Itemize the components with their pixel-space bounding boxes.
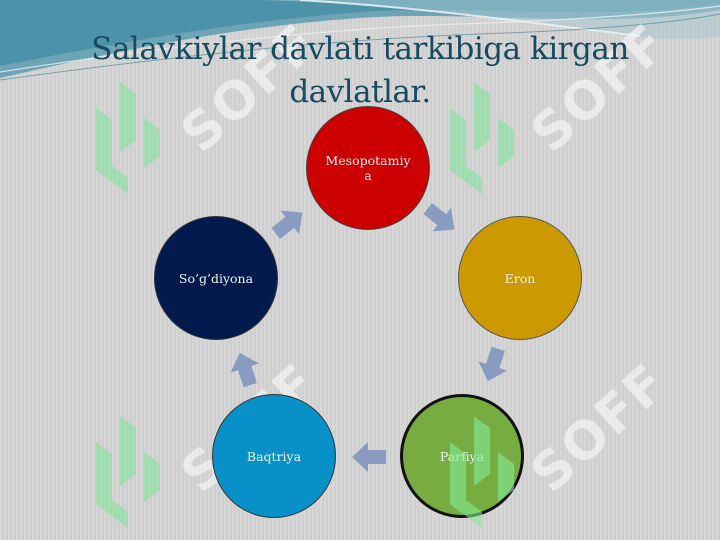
node-label: Eron (504, 270, 536, 286)
arrow-baqtriya-to-sogdiyona-icon (225, 348, 264, 390)
node-label: Mesopotamiya (325, 153, 411, 183)
node-label: Parfiya (439, 448, 485, 464)
node-eron: Eron (458, 216, 582, 340)
node-mesopotamiya: Mesopotamiya (306, 106, 430, 230)
arrow-sogdiyona-to-meso-icon (266, 201, 311, 246)
node-label: Baqtriya (246, 448, 302, 464)
node-label: So’g’diyona (178, 270, 254, 286)
node-sogdiyona: So’g’diyona (154, 216, 278, 340)
slide-title: Salavkiylar davlati tarkibiga kirgan dav… (91, 31, 629, 110)
arrow-meso-to-eron-icon (418, 197, 463, 242)
arrow-parfiya-to-baqtriya-icon (352, 442, 386, 472)
node-baqtriya: Baqtriya (212, 394, 336, 518)
node-parfiya: Parfiya (400, 394, 524, 518)
arrow-eron-to-parfiya-icon (473, 344, 512, 386)
header-wave-decoration (0, 0, 720, 81)
